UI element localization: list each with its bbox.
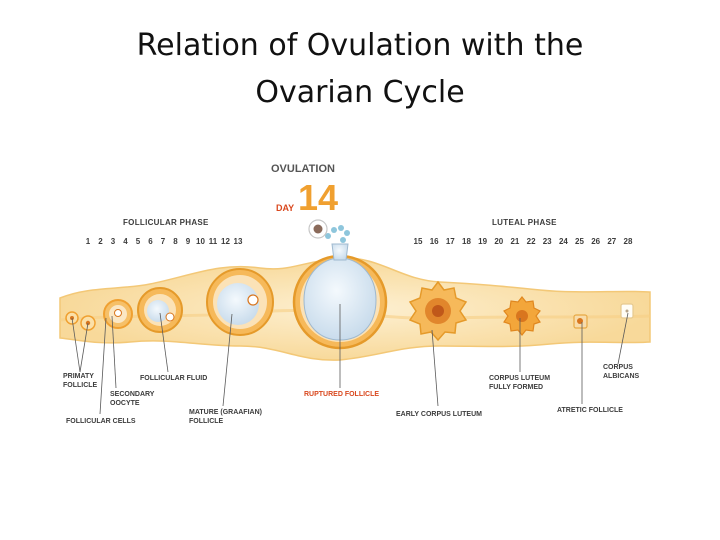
mature-follicle-label-2: FOLLICLE [189,418,224,425]
follicular-cells-label: FOLLICULAR CELLS [66,418,136,425]
secondary-follicle-stage [103,299,133,329]
day-number-28: 28 [624,237,633,246]
corpus-luteum-stage [503,296,541,336]
day-number-15: 15 [414,237,423,246]
day-number-3: 3 [111,237,116,246]
day-number-4: 4 [123,237,128,246]
day-number-18: 18 [462,237,471,246]
day-number-16: 16 [430,237,439,246]
day-number-19: 19 [478,237,487,246]
day-number-27: 27 [607,237,616,246]
early-corpus-luteum-stage [408,280,468,342]
secondary-oocyte-label-2: OOCYTE [110,400,140,407]
ovulation-label: OVULATION [271,163,335,175]
day-number-12: 12 [221,237,230,246]
secondary-oocyte-label-1: SECONDARY [110,391,155,398]
luteal-phase-label: LUTEAL PHASE [492,218,557,227]
day-number-7: 7 [161,237,166,246]
day-number-23: 23 [543,237,552,246]
ruptured-follicle-label: RUPTURED FOLLICLE [304,391,379,398]
day-number-11: 11 [209,237,218,246]
mature-follicle-label-1: MATURE (GRAAFIAN) [189,409,262,416]
day-number-10: 10 [196,237,205,246]
day-number-13: 13 [234,237,243,246]
title-line-1: Relation of Ovulation with the [136,28,584,63]
luteal-day-numbers: 15 16 17 18 19 20 21 22 23 24 25 26 27 28 [414,237,633,246]
day-number-8: 8 [173,237,178,246]
corpus-luteum-label-2: FULLY FORMED [489,384,543,391]
day-number-1: 1 [86,237,91,246]
day-number-6: 6 [148,237,153,246]
day-number-21: 21 [510,237,519,246]
primary-follicle-label-2: FOLLICLE [63,382,98,389]
day-number-9: 9 [186,237,191,246]
day-number-22: 22 [527,237,536,246]
day-number-17: 17 [446,237,455,246]
day-number-20: 20 [494,237,503,246]
corpus-albicans-stage [620,303,634,319]
follicular-phase-label: FOLLICULAR PHASE [123,218,209,227]
label-pointers [71,304,629,415]
day-number-24: 24 [559,237,568,246]
slide-title: Relation of Ovulation with the Ovarian C… [0,22,720,116]
corpus-luteum-label-1: CORPUS LUTEUM [489,375,550,382]
corpus-albicans-label-1: CORPUS [603,364,633,371]
antral-follicle-stage [137,287,183,333]
day-number-25: 25 [575,237,584,246]
atretic-follicle-label: ATRETIC FOLLICLE [557,407,623,414]
title-line-2: Ovarian Cycle [255,75,465,110]
primary-follicle-label-1: PRIMATY [63,373,94,380]
day-label: DAY [276,203,294,213]
day-number-26: 26 [591,237,600,246]
graafian-follicle-stage [206,268,274,336]
early-corpus-luteum-label: EARLY CORPUS LUTEUM [396,411,482,418]
corpus-albicans-label-2: ALBICANS [603,373,639,380]
follicular-fluid-label: FOLLICULAR FLUID [140,375,207,382]
day-number-5: 5 [136,237,141,246]
day-number-2: 2 [98,237,103,246]
ruptured-follicle-stage [292,219,388,350]
day-number: 14 [298,177,338,218]
atretic-follicle-stage [573,314,588,329]
